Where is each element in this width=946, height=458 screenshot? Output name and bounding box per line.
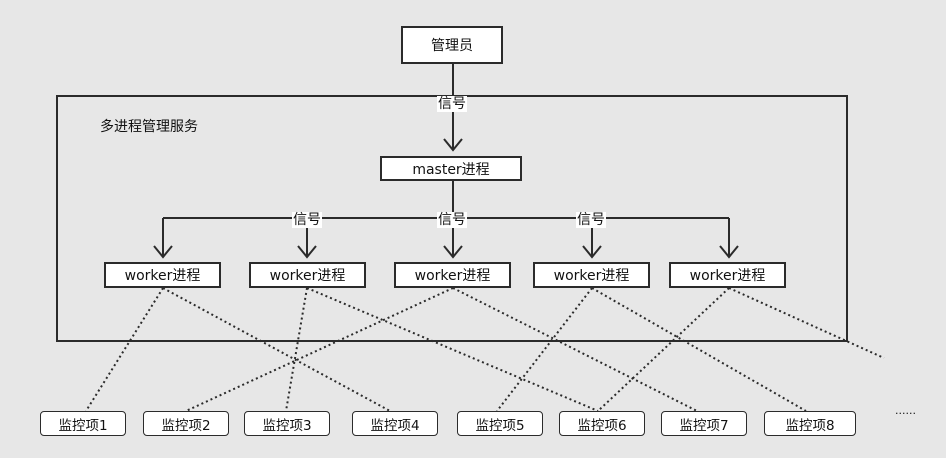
monitor-box: 监控项2 [143,411,229,436]
monitor-box: 监控项3 [244,411,330,436]
arrowhead-worker-3 [443,245,463,259]
monitor-label: 监控项4 [370,417,420,434]
worker-box: worker进程 [533,262,650,288]
admin-label: 管理员 [431,38,473,54]
master-box: master进程 [380,156,522,181]
arrowhead-worker-1 [153,245,173,259]
monitor-label: 监控项3 [262,417,312,434]
worker-label: worker进程 [553,268,630,284]
link-w3-m2 [185,287,454,412]
link-w5-more [728,287,885,359]
link-w3-m7 [452,287,698,412]
master-label: master进程 [412,161,490,178]
monitor-box: 监控项6 [559,411,645,436]
admin-box: 管理员 [401,26,503,64]
signal-label-right: 信号 [576,212,606,228]
worker-label: worker进程 [689,268,766,284]
arrowhead-worker-4 [582,245,602,259]
monitor-label: 监控项8 [785,417,835,434]
more-ellipsis: ...... [895,404,916,417]
monitor-label: 监控项6 [577,417,627,434]
monitor-box: 监控项5 [457,411,543,436]
monitor-label: 监控项5 [475,417,525,434]
link-w5-m6 [597,287,730,412]
monitor-label: 监控项1 [58,417,108,434]
link-w1-m4 [162,287,391,412]
monitor-box: 监控项4 [352,411,438,436]
monitor-box: 监控项1 [40,411,126,436]
link-w4-m5 [496,287,593,412]
monitor-box: 监控项8 [764,411,856,436]
worker-box: worker进程 [394,262,511,288]
link-w2-m6 [306,287,599,412]
worker-box: worker进程 [104,262,221,288]
link-w2-m3 [285,287,308,412]
link-w4-m8 [591,287,807,412]
arrowhead-worker-2 [297,245,317,259]
arrowhead-worker-5 [719,245,739,259]
worker-label: worker进程 [414,268,491,284]
worker-box: worker进程 [249,262,366,288]
signal-label-center: 信号 [437,212,467,228]
worker-label: worker进程 [124,268,201,284]
monitor-box: 监控项7 [661,411,747,436]
link-w1-m1 [85,287,164,412]
arrowhead-master [443,138,463,152]
monitor-label: 监控项7 [679,417,729,434]
signal-label-left: 信号 [292,212,322,228]
service-title: 多进程管理服务 [100,119,198,135]
monitor-label: 监控项2 [161,417,211,434]
worker-box: worker进程 [669,262,786,288]
signal-label-admin: 信号 [437,96,467,112]
worker-label: worker进程 [269,268,346,284]
